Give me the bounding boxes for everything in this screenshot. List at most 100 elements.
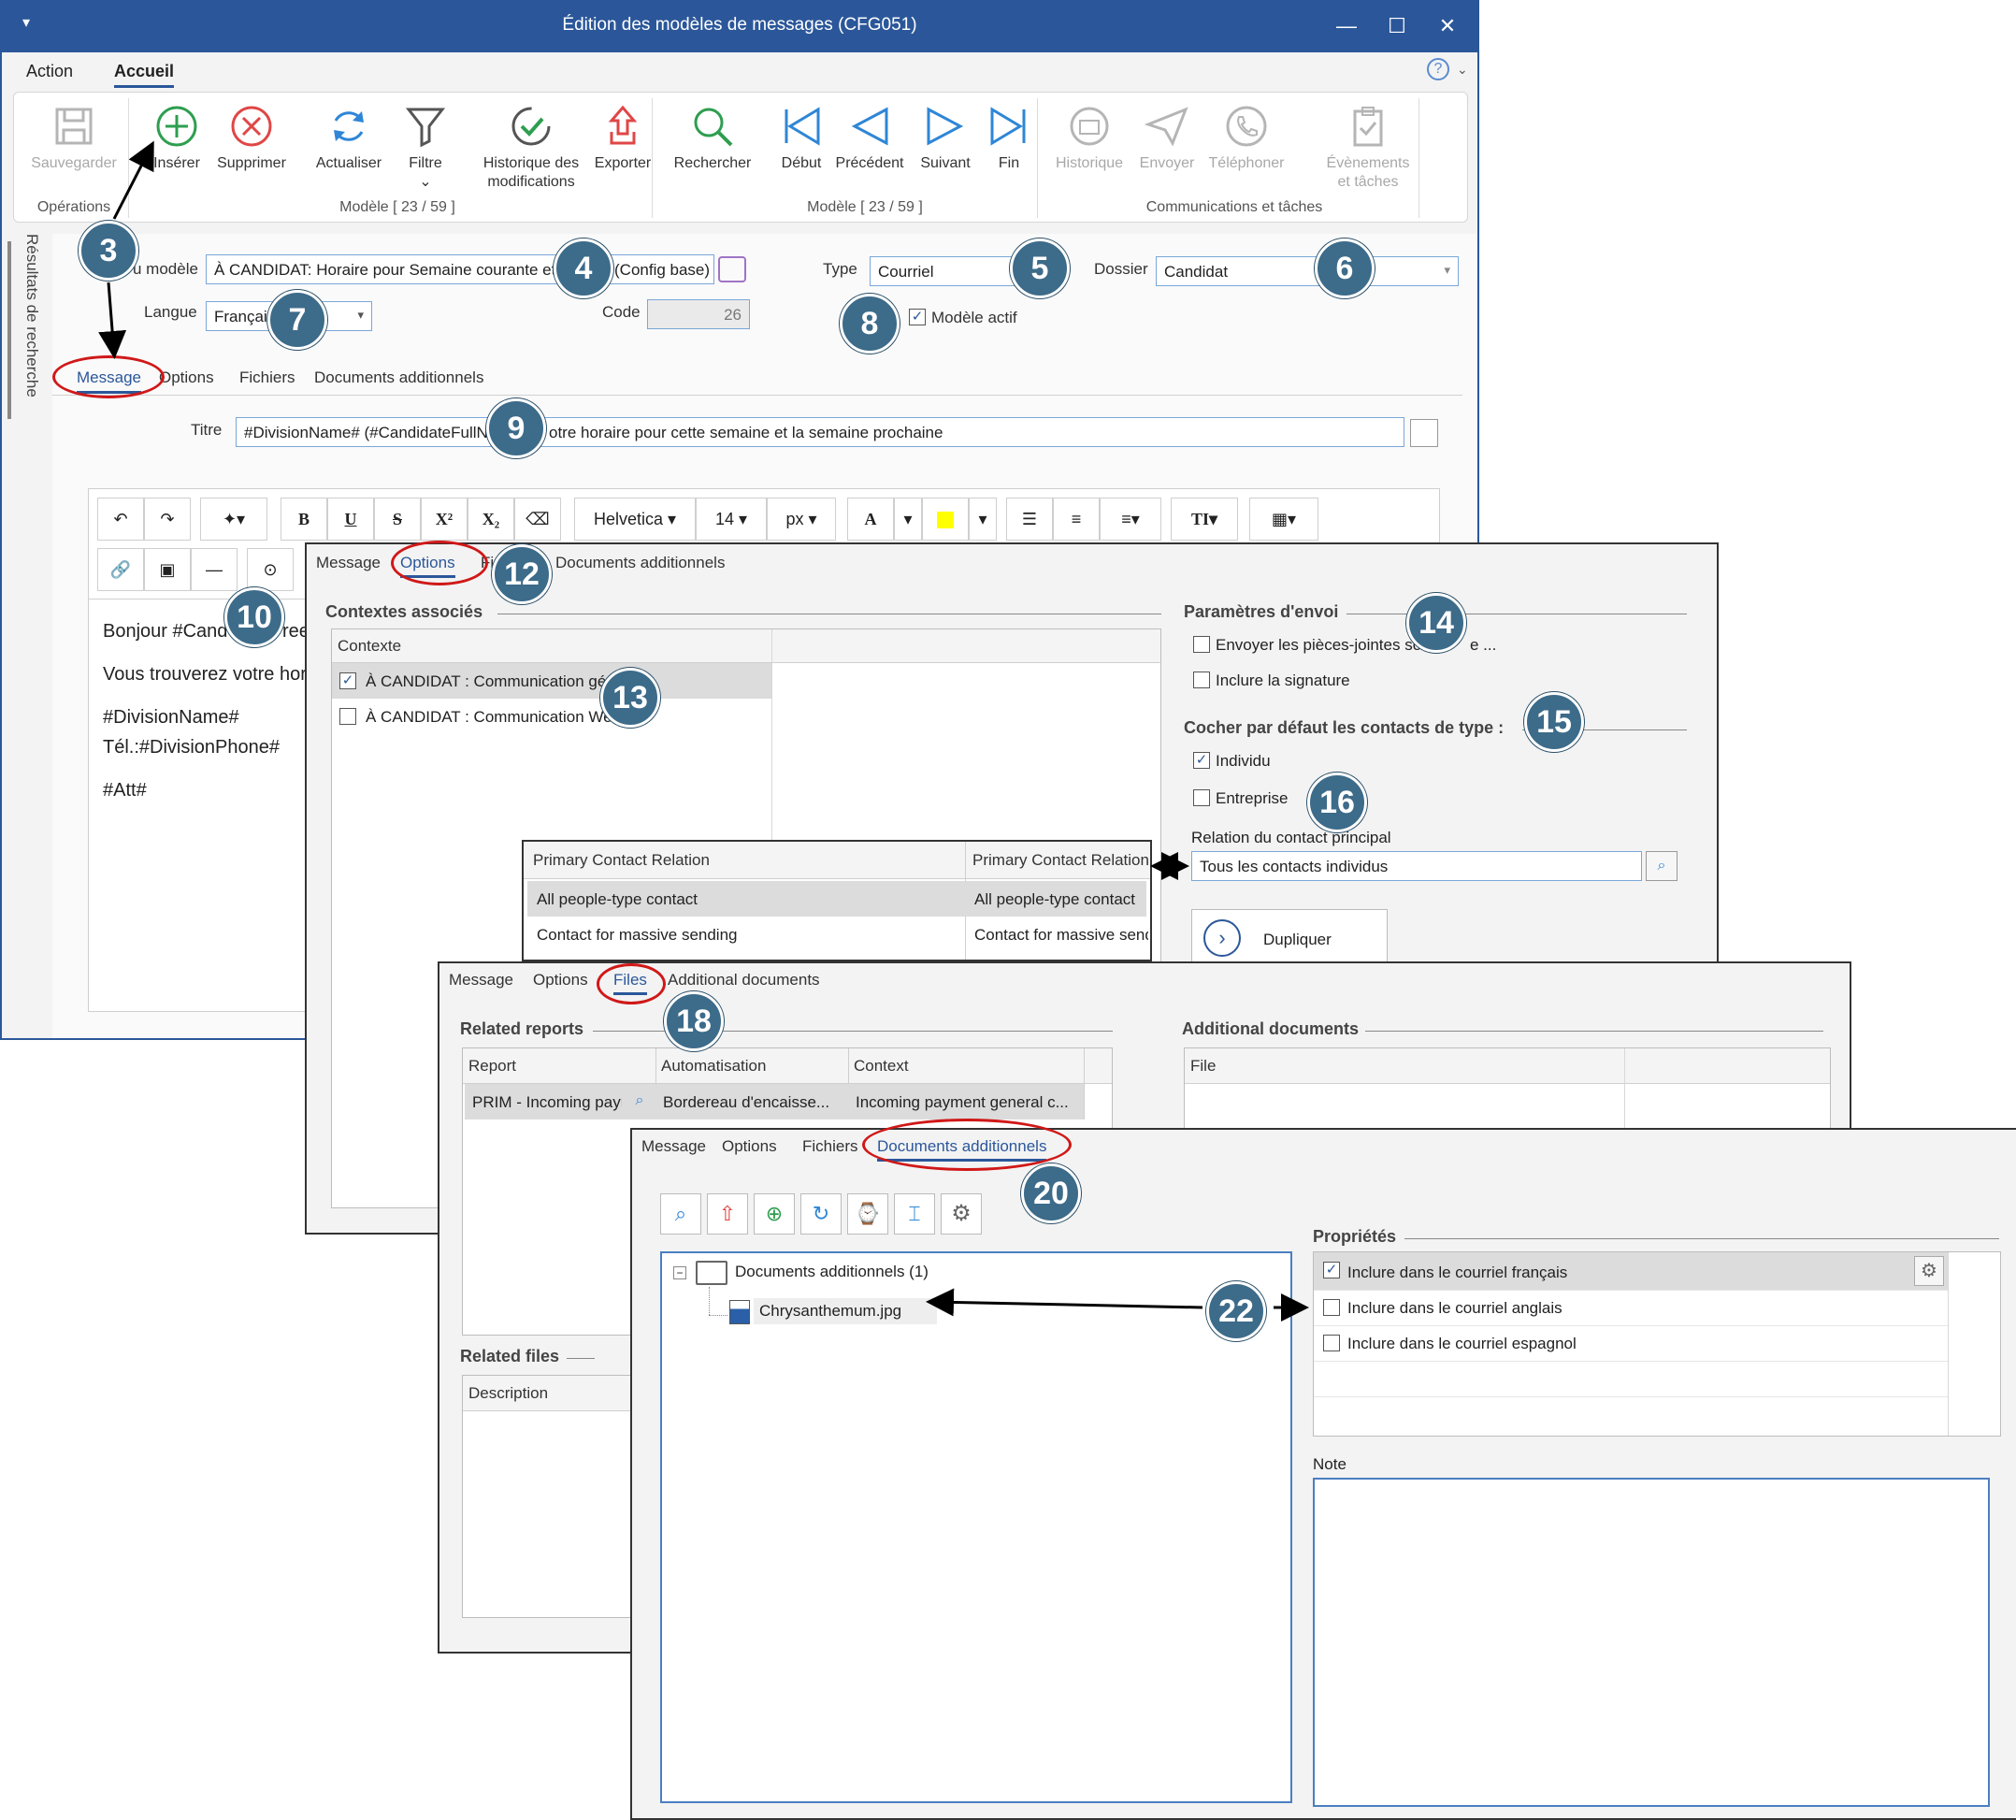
export-button[interactable]: Exporter <box>583 104 663 173</box>
table-dropdown[interactable]: ▦▾ <box>1249 498 1318 541</box>
maximize-button[interactable]: ☐ <box>1388 14 1406 37</box>
minimize-button[interactable]: — <box>1336 14 1357 37</box>
files-tab-options[interactable]: Options <box>533 971 588 989</box>
refresh-document-button[interactable]: ↻ <box>800 1193 842 1235</box>
include-english-checkbox[interactable] <box>1323 1299 1340 1316</box>
close-button[interactable]: ✕ <box>1438 14 1457 37</box>
include-spanish-checkbox[interactable] <box>1323 1335 1340 1351</box>
context-checkbox-1[interactable]: ✓ <box>339 672 356 689</box>
upload-document-button[interactable]: ⇧ <box>707 1193 748 1235</box>
align-dropdown[interactable]: ≡▾ <box>1100 498 1161 541</box>
previous-button[interactable]: Précédent <box>828 104 912 173</box>
editor-line-1[interactable]: Bonjour #Cand <box>103 621 228 642</box>
help-icon[interactable]: ? <box>1427 58 1449 80</box>
insert-button[interactable]: Insérer <box>139 104 214 173</box>
editor-line-5[interactable]: #Att# <box>103 780 147 801</box>
superscript-button[interactable]: X² <box>421 498 468 541</box>
special-button[interactable]: ⊙ <box>247 548 294 591</box>
editor-line-2[interactable]: Vous trouverez votre hor <box>103 664 307 685</box>
tree-child-label[interactable]: Chrysanthemum.jpg <box>759 1302 902 1320</box>
tree-root-label[interactable]: Documents additionnels (1) <box>735 1263 929 1280</box>
text-color-button[interactable]: A <box>847 498 894 541</box>
editor-line-4[interactable]: Tél.:#DivisionPhone# <box>103 737 280 758</box>
context-checkbox-2[interactable] <box>339 708 356 725</box>
save-button[interactable]: Sauvegarder <box>27 104 121 173</box>
send-button[interactable]: Envoyer <box>1132 104 1202 173</box>
next-button[interactable]: Suivant <box>908 104 983 173</box>
options-tab-message[interactable]: Message <box>316 554 381 571</box>
pcr-row-1[interactable]: All people-type contact <box>537 890 698 908</box>
individual-checkbox[interactable]: ✓ <box>1193 752 1210 769</box>
context-row-2[interactable]: À CANDIDAT : Communication Web <box>366 708 622 726</box>
filter-button[interactable]: Filtre⌄ <box>388 104 463 192</box>
duplicate-button[interactable]: › Dupliquer <box>1191 909 1388 965</box>
active-checkbox[interactable]: ✓ <box>909 309 926 325</box>
note-textarea[interactable] <box>1313 1478 1990 1807</box>
horizontal-rule-button[interactable]: — <box>191 548 238 591</box>
bullet-list-button[interactable]: ☰ <box>1006 498 1053 541</box>
tree-collapse-icon[interactable]: − <box>673 1266 686 1279</box>
files-tab-message[interactable]: Message <box>449 971 513 989</box>
font-size-dropdown[interactable]: 14 ▾ <box>696 498 767 541</box>
refresh-button[interactable]: Actualiser <box>302 104 396 173</box>
numbered-list-button[interactable]: ≡ <box>1053 498 1100 541</box>
include-french-checkbox[interactable]: ✓ <box>1323 1262 1340 1278</box>
document-history-button[interactable]: ⌚ <box>847 1193 888 1235</box>
strikethrough-button[interactable]: S <box>374 498 421 541</box>
underline-button[interactable]: U <box>327 498 374 541</box>
search-icon[interactable]: ⌕ <box>1646 851 1678 881</box>
tab-additional-documents[interactable]: Documents additionnels <box>314 368 484 386</box>
docs-tab-files[interactable]: Fichiers <box>802 1137 858 1155</box>
quick-access-icon[interactable]: ▾ <box>22 15 31 31</box>
menu-action[interactable]: Action <box>26 62 74 80</box>
highlight-color-dropdown[interactable]: ▾ <box>969 498 997 541</box>
clear-format-button[interactable]: ⌫ <box>514 498 561 541</box>
model-name-field[interactable]: À CANDIDAT: Horaire pour Semaine courant… <box>206 254 714 284</box>
chevron-down-icon[interactable]: ⌄ <box>1457 62 1468 77</box>
report-cell[interactable]: PRIM - Incoming payr <box>472 1093 622 1111</box>
options-tab-docs[interactable]: Documents additionnels <box>555 554 726 571</box>
company-checkbox[interactable] <box>1193 789 1210 806</box>
bold-button[interactable]: B <box>281 498 327 541</box>
context-cell[interactable]: Incoming payment general c... <box>856 1093 1069 1111</box>
text-style-dropdown[interactable]: TI▾ <box>1171 498 1238 541</box>
search-icon[interactable]: ⌕ <box>635 1092 644 1108</box>
field-picker-icon[interactable] <box>1410 419 1438 447</box>
image-button[interactable]: ▣ <box>144 548 191 591</box>
subscript-button[interactable]: X₂ <box>468 498 514 541</box>
first-button[interactable]: Début <box>771 104 831 173</box>
include-signature-checkbox[interactable] <box>1193 672 1210 688</box>
editor-line-3[interactable]: #DivisionName# <box>103 707 239 728</box>
document-settings-button[interactable]: ⚙ <box>941 1193 982 1235</box>
docs-tab-message[interactable]: Message <box>641 1137 706 1155</box>
menu-accueil[interactable]: Accueil <box>114 62 175 88</box>
redo-button[interactable]: ↷ <box>144 498 191 541</box>
docs-tab-options[interactable]: Options <box>722 1137 777 1155</box>
relation-field[interactable]: Tous les contacts individus <box>1191 851 1642 881</box>
automation-cell[interactable]: Bordereau d'encaisse... <box>663 1093 830 1111</box>
gear-icon[interactable]: ⚙ <box>1914 1256 1944 1286</box>
tab-options[interactable]: Options <box>159 368 214 386</box>
highlight-color-button[interactable] <box>922 498 969 541</box>
add-document-button[interactable]: ⊕ <box>754 1193 795 1235</box>
folder-dropdown[interactable]: Candidat ▾ <box>1156 256 1459 286</box>
text-color-dropdown[interactable]: ▾ <box>894 498 922 541</box>
pcr-row-2[interactable]: Contact for massive sending <box>537 926 738 944</box>
undo-button[interactable]: ↶ <box>97 498 144 541</box>
context-row-1[interactable]: À CANDIDAT : Communication gén <box>366 672 615 690</box>
magic-format-button[interactable]: ✦▾ <box>200 498 267 541</box>
search-results-side-panel[interactable]: Résultats de recherche <box>9 234 47 421</box>
link-button[interactable]: 🔗 <box>97 548 144 591</box>
search-button[interactable]: Rechercher <box>661 104 764 173</box>
tab-files[interactable]: Fichiers <box>239 368 295 386</box>
files-tab-additional[interactable]: Additional documents <box>668 971 820 989</box>
title-field[interactable]: #DivisionName# (#CandidateFullNa otre ho… <box>236 417 1404 447</box>
font-family-dropdown[interactable]: Helvetica ▾ <box>574 498 696 541</box>
type-field[interactable]: Courriel <box>870 256 1025 286</box>
send-attachments-checkbox[interactable] <box>1193 636 1210 653</box>
comment-icon[interactable] <box>718 256 746 282</box>
preview-document-button[interactable]: ⌕ <box>660 1193 701 1235</box>
comm-history-button[interactable]: Historique <box>1044 104 1134 173</box>
